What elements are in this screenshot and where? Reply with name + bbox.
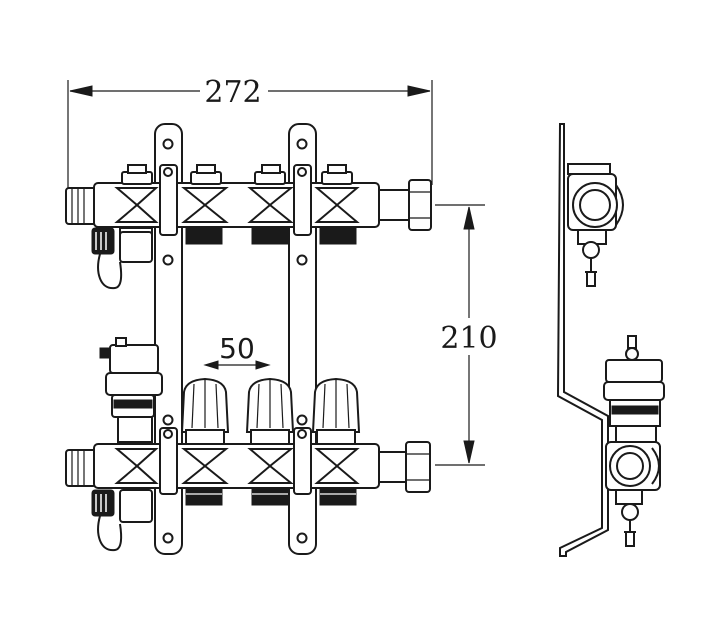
top-outlet-3 bbox=[247, 187, 294, 223]
actuator-knob-2 bbox=[245, 377, 295, 445]
actuator-knob-1 bbox=[180, 377, 230, 445]
top-outlet-1 bbox=[114, 187, 159, 223]
dimension-label-272: 272 bbox=[204, 75, 261, 110]
drain-valve-top-icon bbox=[91, 227, 123, 290]
dimension-vertical-spacing: 210 bbox=[435, 204, 498, 466]
dimension-overall-width: 272 bbox=[67, 75, 433, 190]
top-outlet-2 bbox=[181, 187, 229, 223]
top-outlet-4 bbox=[314, 187, 360, 223]
top-manifold bbox=[65, 164, 432, 290]
drain-valve-bottom-icon bbox=[91, 489, 123, 552]
dimension-label-210: 210 bbox=[440, 321, 497, 356]
actuator-knob-3 bbox=[311, 377, 361, 445]
dimension-outlet-spacing: 50 bbox=[203, 332, 271, 370]
side-view bbox=[556, 123, 665, 557]
dimension-label-50: 50 bbox=[219, 332, 255, 365]
bottom-manifold bbox=[65, 337, 431, 552]
